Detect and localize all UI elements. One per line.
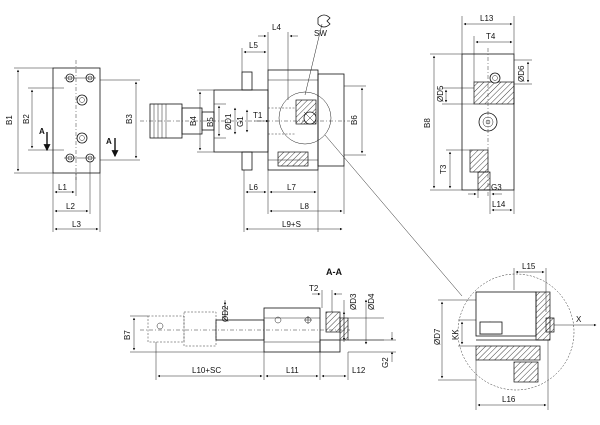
section-arrow-a-right: A xyxy=(106,137,112,146)
dim-l11: L11 xyxy=(286,366,299,375)
dim-g1: G1 xyxy=(236,116,245,127)
side-view-middle: SW L4 L5 B4 B5 ØD1 G1 T1 B6 xyxy=(140,14,366,232)
dim-g3: G3 xyxy=(491,183,502,192)
detail-view: X L15 ØD7 KK L16 xyxy=(433,262,597,410)
dim-kk: KK xyxy=(451,329,460,340)
dim-l10sc: L10+SC xyxy=(192,366,221,375)
dim-b6: B6 xyxy=(350,115,359,125)
dim-d3: ØD3 xyxy=(349,293,358,310)
label-x: X xyxy=(576,315,582,324)
dim-d7: ØD7 xyxy=(433,328,442,345)
dim-l9s: L9+S xyxy=(282,220,301,229)
dim-l7: L7 xyxy=(287,183,296,192)
dim-l6: L6 xyxy=(249,183,258,192)
dim-l13: L13 xyxy=(480,14,494,23)
dim-g2: G2 xyxy=(381,357,390,368)
dim-b7: B7 xyxy=(123,330,132,340)
dim-l14: L14 xyxy=(492,200,506,209)
dim-l15: L15 xyxy=(522,262,536,271)
label-sw: SW xyxy=(314,29,327,38)
dim-d2: ØD2 xyxy=(221,305,230,322)
dim-l8: L8 xyxy=(300,202,309,211)
dim-d1: ØD1 xyxy=(224,113,233,130)
section-arrow-a-left: A xyxy=(39,127,45,136)
end-view-right: L13 T4 ØD5 ØD6 B8 T3 G3 L14 xyxy=(423,14,532,214)
dim-d4: ØD4 xyxy=(367,293,376,310)
dim-b8: B8 xyxy=(423,118,432,128)
dim-b3: B3 xyxy=(125,114,134,124)
section-title: A-A xyxy=(326,267,342,277)
dim-t2: T2 xyxy=(309,284,319,293)
dim-l2: L2 xyxy=(66,202,75,211)
dim-b4: B4 xyxy=(189,116,198,126)
dim-l12: L12 xyxy=(352,366,366,375)
end-view-left: B1 B2 B3 A A L1 L2 L3 xyxy=(5,60,140,232)
dim-l5: L5 xyxy=(249,41,258,50)
section-view-a-a: A-A B7 ØD2 T2 ØD3 ØD xyxy=(123,267,396,380)
dim-d6: ØD6 xyxy=(517,65,526,82)
dim-l16: L16 xyxy=(502,395,516,404)
dim-d5: ØD5 xyxy=(436,85,445,102)
dim-b1: B1 xyxy=(5,115,14,125)
dim-b5: B5 xyxy=(206,117,215,127)
dim-l3: L3 xyxy=(72,220,81,229)
dim-t1: T1 xyxy=(253,111,263,120)
dim-l4: L4 xyxy=(272,23,281,32)
dim-b2: B2 xyxy=(22,114,31,124)
dim-t4: T4 xyxy=(486,32,496,41)
dim-t3: T3 xyxy=(439,164,448,174)
dim-l1: L1 xyxy=(58,183,67,192)
